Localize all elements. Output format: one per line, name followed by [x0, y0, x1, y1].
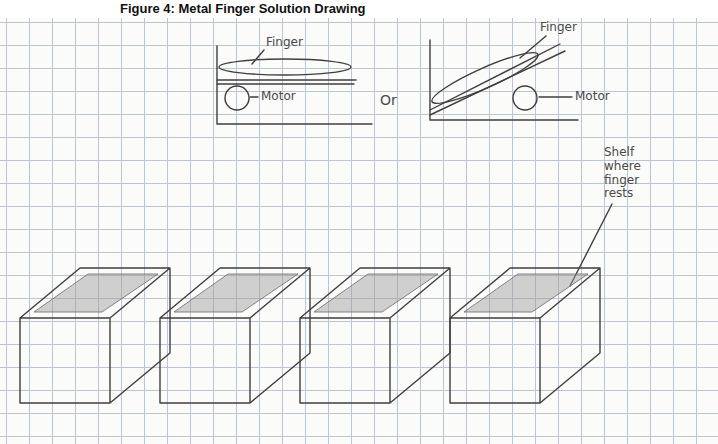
finger [219, 59, 351, 75]
frame [217, 46, 372, 124]
part-label: Motor [575, 90, 610, 104]
leader-line [539, 96, 572, 97]
box-prism [160, 268, 310, 403]
leader-line [520, 36, 546, 58]
motor [225, 86, 249, 110]
graph-paper [0, 18, 718, 444]
plate [217, 80, 356, 84]
finger [428, 45, 542, 110]
part-label: Motor [261, 90, 296, 104]
motor [513, 86, 537, 110]
box-prism [300, 268, 450, 403]
box-prism [450, 268, 600, 403]
figure-title: Figure 4: Metal Finger Solution Drawing [120, 1, 366, 16]
part-label: Finger [540, 21, 577, 35]
note-text: Or [380, 92, 397, 108]
box-prism [20, 268, 170, 403]
part-label: Shelf where finger rests [604, 146, 666, 201]
plate [430, 44, 565, 115]
leader-line [252, 50, 264, 64]
part-label: Finger [266, 36, 303, 50]
leader-line [250, 96, 258, 97]
